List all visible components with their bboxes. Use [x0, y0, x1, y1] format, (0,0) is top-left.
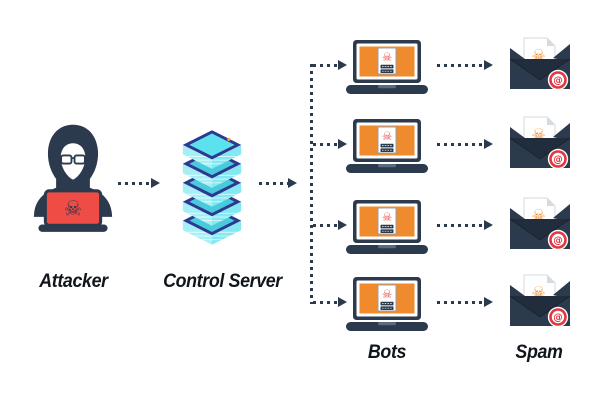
arrow-bot3-to-spam3 [437, 223, 484, 227]
control-server-node [177, 114, 247, 250]
hooded-attacker-laptop-icon: ☠ [33, 124, 113, 232]
arrow-bot1-to-spam1 [437, 63, 484, 67]
spam-email-1 [509, 37, 571, 91]
attacker-laptop-base [38, 224, 108, 232]
arrow-attacker-to-server [118, 182, 151, 185]
bot-laptop-1 [345, 39, 429, 95]
face [60, 143, 86, 180]
arrowhead-icon [484, 139, 493, 149]
branch-arrow-2 [313, 142, 338, 146]
glasses-icon [56, 154, 90, 165]
arrowhead-icon [484, 60, 493, 70]
arrowhead-icon [288, 178, 297, 188]
branch-arrow-1 [313, 63, 338, 67]
arrowhead-icon [484, 297, 493, 307]
branch-arrow-4 [313, 300, 338, 304]
spam-email-3 [509, 197, 571, 251]
arrowhead-icon [484, 220, 493, 230]
bot-laptop-4 [345, 276, 429, 332]
fanout-line [310, 64, 313, 304]
branch-arrow-3 [313, 223, 338, 227]
spam-email-4 [509, 274, 571, 328]
arrowhead-icon [151, 178, 160, 188]
arrowhead-icon [338, 220, 347, 230]
bots-label: Bots [367, 342, 407, 363]
arrow-bot4-to-spam4 [437, 300, 484, 304]
arrowhead-icon [338, 297, 347, 307]
bot-laptop-2 [345, 118, 429, 174]
spam-label: Spam [515, 342, 563, 363]
arrowhead-icon [338, 139, 347, 149]
skull-crossbones-icon: ☠ [64, 196, 83, 220]
arrowhead-icon [338, 60, 347, 70]
server-led-icon [227, 137, 231, 141]
arrow-server-to-bots [259, 182, 288, 185]
control-server-label: Control Server [163, 271, 282, 292]
server-stack-icon [177, 114, 247, 250]
spam-email-2 [509, 116, 571, 170]
attacker-label: Attacker [39, 271, 108, 292]
attacker-node: ☠ [30, 124, 116, 233]
arrow-bot2-to-spam2 [437, 142, 484, 146]
bot-laptop-3 [345, 199, 429, 255]
